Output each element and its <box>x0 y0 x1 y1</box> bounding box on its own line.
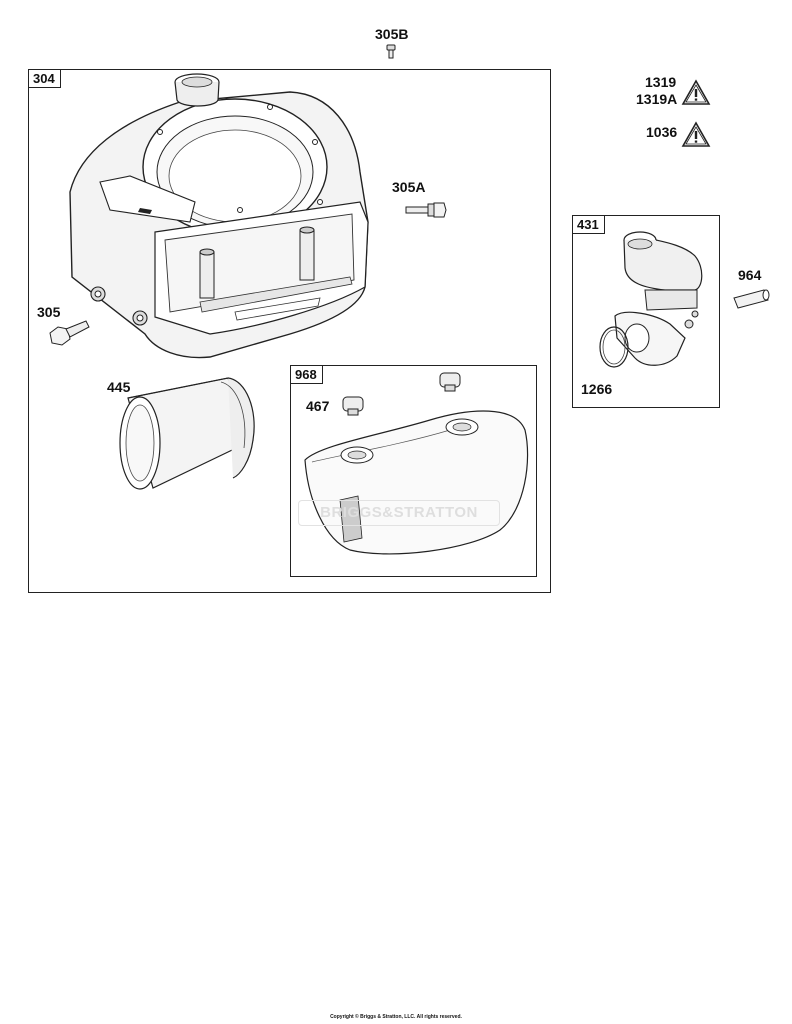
bolt-305B-drawing <box>386 44 396 59</box>
knob-467-drawing <box>342 396 364 416</box>
air-cleaner-cover-drawing <box>304 410 529 555</box>
blower-housing-drawing <box>69 73 369 359</box>
gasket-1266-drawing <box>599 326 629 368</box>
warning-triangle-icon <box>681 121 711 147</box>
callout-445: 445 <box>107 379 131 395</box>
warning-triangle-icon <box>681 79 711 105</box>
assembly-box-431: 431 <box>572 215 720 408</box>
watermark-logo: BRIGGS&STRATTON <box>298 500 500 526</box>
callout-1036: 1036 <box>646 124 678 140</box>
assembly-box-968: 968 <box>290 365 537 577</box>
callout-467: 467 <box>306 398 330 414</box>
callout-964: 964 <box>738 267 762 283</box>
callout-305: 305 <box>37 304 61 320</box>
box-tag-304: 304 <box>28 69 61 88</box>
sleeve-964-drawing <box>733 289 770 309</box>
bolt-305A-drawing <box>405 202 447 218</box>
air-filter-445-drawing <box>119 377 255 490</box>
box-tag-968: 968 <box>290 365 323 384</box>
intake-elbow-431-drawing <box>614 231 703 366</box>
assembly-box-304: 304 <box>28 69 551 593</box>
knob-467-drawing <box>439 372 461 392</box>
callout-305A: 305A <box>392 179 426 195</box>
copyright-footer: Copyright © Briggs & Stratton, LLC. All … <box>330 1014 462 1020</box>
callout-1319: 1319 <box>645 74 677 90</box>
callout-1266: 1266 <box>581 381 613 397</box>
bolt-305-drawing <box>49 320 90 346</box>
callout-1319A: 1319A <box>636 91 678 107</box>
callout-305B: 305B <box>375 26 409 42</box>
box-tag-431: 431 <box>572 215 605 234</box>
